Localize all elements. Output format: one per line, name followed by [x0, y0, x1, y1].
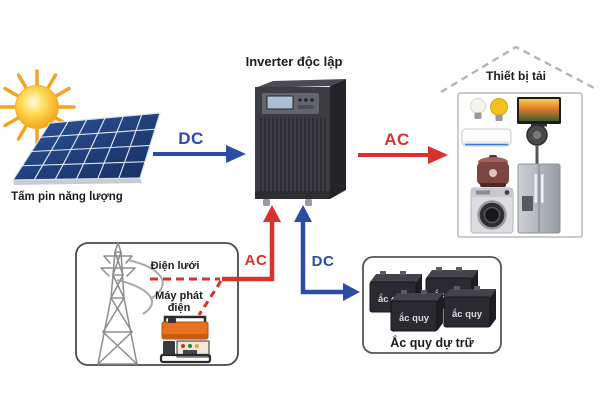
generator-label: Máy phát điện: [155, 290, 203, 315]
rice-cooker-icon: [477, 155, 509, 187]
battery-label: ắc quy: [399, 312, 430, 324]
solar-panel-label: Tấm pin năng lượng: [11, 191, 123, 203]
solar-panel-icon: [11, 112, 161, 185]
light-bulb-white-icon: [470, 98, 486, 119]
light-bulb-yellow-icon: [490, 98, 508, 121]
grid-label: Điện lưới: [150, 260, 200, 272]
power-tower-icon: [97, 240, 138, 365]
battery-front-left-icon: ắc quy: [390, 290, 443, 332]
ac-flow-label-bottom: AC: [244, 252, 268, 269]
battery-bank: ắc quy ắc quy ắc quy ắc qu: [369, 267, 496, 332]
arrow-grid-to-inverter: [150, 205, 281, 316]
dc-flow-label-top: DC: [178, 129, 204, 148]
sun-icon: [0, 69, 76, 146]
arrow-inverter-to-battery: [294, 205, 360, 301]
washing-machine-icon: [470, 187, 514, 234]
battery-label: ắc quy: [452, 308, 483, 320]
refrigerator-icon: [517, 163, 561, 234]
inverter-title: Inverter độc lập: [245, 54, 343, 69]
tv-icon: [517, 97, 561, 127]
load-box-title: Thiết bị tải: [486, 69, 546, 83]
house-roof-outline: [440, 45, 597, 94]
arrow-solar-to-inverter: [153, 145, 246, 163]
generator-icon: [159, 315, 212, 364]
inverter-image: [255, 79, 346, 206]
dc-flow-label-bottom: DC: [311, 253, 335, 270]
arrow-inverter-to-load: [358, 146, 448, 164]
ac-flow-label-top: AC: [384, 130, 410, 149]
tower-swoosh-lines: [116, 259, 164, 315]
battery-front-right-icon: ắc quy: [443, 286, 496, 328]
battery-box-caption: Ắc quy dự trữ: [390, 336, 474, 350]
inverter-control-panel: [262, 93, 319, 114]
air-conditioner-icon: [461, 128, 512, 147]
